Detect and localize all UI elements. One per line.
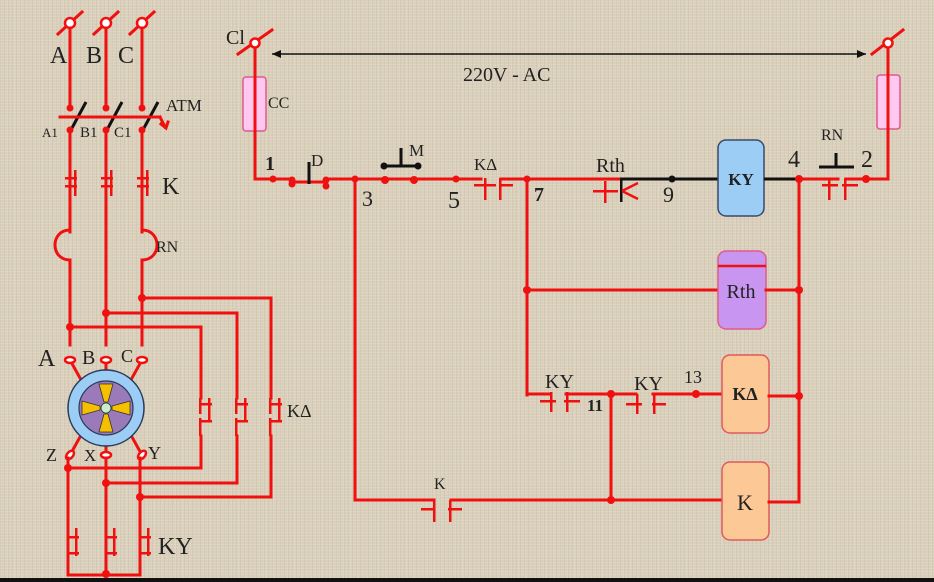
- rn-contact: [819, 153, 858, 200]
- coil-rth-label: Rth: [727, 281, 756, 303]
- stop-button-d[interactable]: [288, 162, 330, 190]
- motor-terminal-z: Z: [46, 445, 57, 465]
- stop-button-label: D: [311, 151, 323, 170]
- phase-label-c: C: [118, 43, 134, 69]
- thermal-relay-rn: [53, 228, 159, 262]
- node-2: 2: [861, 147, 873, 173]
- k-delta-nc-contact: [474, 178, 513, 200]
- node-4: 4: [788, 147, 800, 173]
- supply-voltage-label: 220V - AC: [463, 64, 550, 86]
- coil-rth: Rth: [717, 250, 767, 330]
- main-contactor-label: K: [162, 174, 180, 200]
- rn-contact-label: RN: [821, 127, 844, 144]
- coil-k-delta-label: KΔ: [732, 384, 757, 404]
- k-hold-contact: [421, 500, 462, 522]
- power-circuit: A B C ATM A1 B1 C1: [38, 9, 312, 578]
- fuse-label: CC: [268, 95, 289, 112]
- node-11: 11: [587, 396, 603, 415]
- node-7: 7: [534, 184, 544, 206]
- node-1: 1: [265, 153, 275, 175]
- motor-terminal-a: A: [38, 346, 56, 372]
- star-contactor-label: KY: [158, 534, 193, 560]
- coil-ky: KY: [717, 139, 765, 217]
- coil-k-delta: KΔ: [721, 354, 770, 434]
- delta-contactor-poles: [199, 398, 282, 436]
- ky-contact-1-label: KY: [545, 371, 574, 393]
- breaker-atm: [58, 101, 170, 134]
- control-circuit: 220V - AC Cl CC 1: [226, 27, 906, 541]
- start-button-label: M: [409, 141, 424, 160]
- breaker-output-c1: C1: [114, 125, 132, 141]
- k-hold-contact-label: K: [434, 476, 446, 493]
- motor-terminal-x: X: [84, 446, 96, 465]
- motor-terminal-c: C: [121, 346, 133, 366]
- star-contactor-poles: [67, 528, 151, 556]
- coil-k: K: [721, 461, 770, 541]
- breaker-output-b1: B1: [80, 125, 98, 141]
- breaker-output-a1: A1: [42, 125, 58, 140]
- delta-contactor-label: KΔ: [287, 401, 312, 421]
- node-5: 5: [448, 188, 460, 214]
- main-contactor-k-poles: [65, 170, 149, 196]
- node-3: 3: [362, 186, 373, 211]
- rth-contact-label: Rth: [596, 155, 625, 177]
- thermal-relay-label: RN: [156, 239, 179, 256]
- motor-terminal-b: B: [82, 347, 95, 369]
- control-terminal-left-label: Cl: [226, 27, 245, 49]
- motor-terminal-y: Y: [148, 443, 161, 463]
- ky-contact-1: [540, 392, 580, 412]
- motor: [67, 357, 145, 458]
- phase-label-a: A: [50, 43, 68, 69]
- coil-k-label: K: [737, 490, 753, 515]
- k-delta-contact-label: KΔ: [474, 155, 497, 174]
- phase-label-b: B: [86, 43, 102, 69]
- ky-contact-2: [626, 394, 666, 414]
- rth-timer-contact: [593, 178, 639, 203]
- node-9: 9: [663, 182, 674, 207]
- breaker-label: ATM: [166, 96, 202, 115]
- coil-ky-label: KY: [728, 170, 754, 189]
- node-13: 13: [684, 367, 702, 387]
- bottom-border: [0, 578, 934, 582]
- ky-contact-2-label: KY: [634, 373, 663, 395]
